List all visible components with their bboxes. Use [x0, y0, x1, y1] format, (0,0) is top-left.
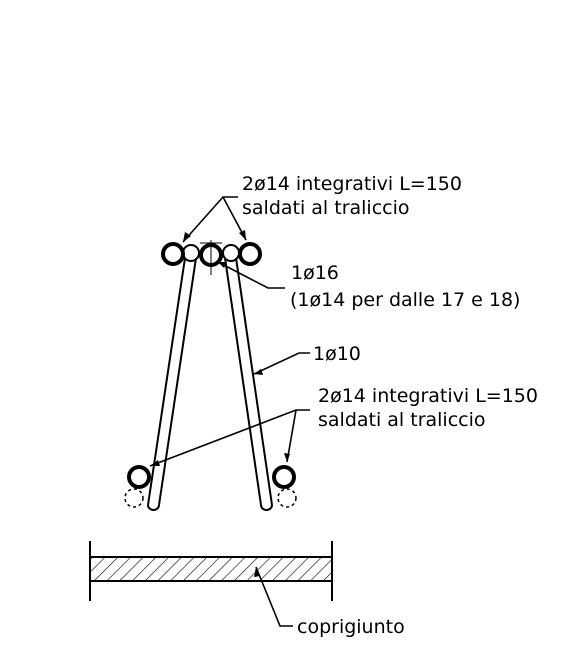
leader-arrowheads	[150, 230, 290, 577]
left-diagonal-bar	[147, 257, 197, 511]
joint-cover-plate	[89, 541, 333, 601]
bottom-bars	[124, 465, 297, 508]
bottom-left-integrative-bar	[127, 465, 151, 489]
right-diagonal-bar	[224, 257, 273, 511]
top-left-integrative-bar	[161, 242, 185, 266]
bottom-right-integrative-bar	[272, 465, 296, 489]
top-right-small-bar	[222, 244, 240, 262]
leader-lines	[149, 196, 310, 627]
top-left-small-bar	[182, 244, 200, 262]
label-diagonal-bar: 1ø10	[313, 343, 361, 365]
top-right-integrative-bar	[238, 242, 262, 266]
bottom-left-dashed-bar	[124, 488, 144, 508]
label-top-integrativi-line2: saldati al traliccio	[242, 197, 410, 219]
label-top-bar-line1: 1ø16	[291, 262, 339, 284]
label-top-bar-line2: (1ø14 per dalle 17 e 18)	[290, 289, 520, 311]
label-bottom-integrativi-line2: saldati al traliccio	[318, 409, 486, 431]
label-joint-cover: coprigiunto	[297, 616, 405, 638]
label-top-integrativi-line1: 2ø14 integrativi L=150	[242, 173, 462, 195]
bottom-right-dashed-bar	[277, 488, 297, 508]
top-chord-bars	[161, 240, 262, 275]
label-bottom-integrativi-line1: 2ø14 integrativi L=150	[318, 385, 538, 407]
